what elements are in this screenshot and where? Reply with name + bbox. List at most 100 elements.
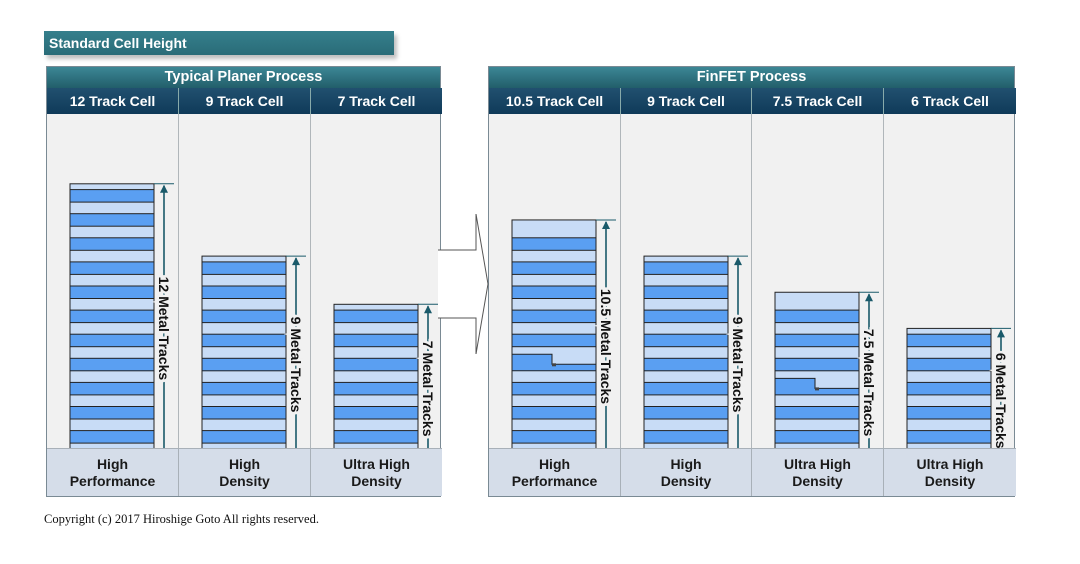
arrowhead-up-icon [865, 293, 873, 302]
column-body: 6 Metal Tracks [884, 114, 1016, 474]
arrowhead-up-icon [292, 257, 300, 266]
metal-track [333, 430, 419, 444]
metal-track [906, 406, 992, 420]
metal-track [201, 430, 287, 444]
track-cell-column: 10.5 Track Cell 10.5 Metal Tracks High P… [489, 67, 621, 496]
metal-track [511, 285, 597, 299]
arrowhead-up-icon [734, 257, 742, 266]
track-cell-column: 7.5 Track Cell 7.5 Metal Tracks Ultra Hi… [752, 67, 884, 496]
metal-track [69, 430, 155, 444]
track-stack-diagram: 7 Metal Tracks [333, 303, 439, 474]
metal-track [774, 333, 860, 348]
column-footer: Ultra High Density [752, 448, 884, 496]
metal-track [69, 333, 155, 348]
metal-track [69, 261, 155, 275]
column-footer: High Density [179, 448, 311, 496]
column-body: 7.5 Metal Tracks [752, 114, 884, 474]
metal-track [201, 406, 287, 420]
metal-track [69, 189, 155, 203]
column-header: 10.5 Track Cell [489, 88, 621, 114]
metal-track [774, 357, 860, 372]
column-footer: High Performance [47, 448, 179, 496]
metal-track [69, 406, 155, 420]
metal-track [511, 261, 597, 275]
metal-track [69, 357, 155, 372]
track-cell-column: 6 Track Cell 6 Metal Tracks Ultra High D… [884, 67, 1016, 496]
track-stack-diagram: 9 Metal Tracks [643, 255, 749, 474]
metal-track [69, 213, 155, 227]
column-header: 7.5 Track Cell [752, 88, 884, 114]
arrowhead-up-icon [602, 220, 610, 229]
metal-track [69, 237, 155, 251]
metal-tracks-label: 12 Metal Tracks [156, 277, 172, 381]
track-stack-diagram: 7.5 Metal Tracks [774, 291, 880, 474]
metal-track [201, 333, 287, 348]
metal-track [511, 353, 597, 372]
metal-track [643, 430, 729, 444]
planar-process-panel: Typical Planer Process 12 Track Cell 12 … [46, 66, 442, 497]
metal-track [201, 261, 287, 275]
metal-tracks-label: 7.5 Metal Tracks [861, 329, 877, 437]
track-stack-diagram: 6 Metal Tracks [906, 327, 1012, 474]
panel-title: FinFET Process [489, 67, 1014, 89]
via-mark [552, 363, 556, 367]
metal-track [511, 237, 597, 251]
metal-tracks-label: 9 Metal Tracks [730, 317, 746, 413]
metal-track [906, 381, 992, 396]
metal-tracks-label: 6 Metal Tracks [993, 353, 1009, 449]
metal-track [333, 406, 419, 420]
metal-track [69, 285, 155, 299]
metal-track [69, 309, 155, 324]
metal-track [333, 333, 419, 348]
via-mark [815, 387, 819, 391]
metal-track [906, 430, 992, 444]
metal-track [643, 285, 729, 299]
metal-track [511, 430, 597, 444]
transition-arrow-icon [438, 214, 489, 354]
metal-track [333, 309, 419, 324]
arrowhead-up-icon [160, 184, 168, 193]
metal-tracks-label: 7 Metal Tracks [420, 341, 436, 437]
metal-track [333, 357, 419, 372]
metal-track [69, 381, 155, 396]
track-cell-column: 7 Track Cell 7 Metal Tracks Ultra High D… [311, 67, 442, 496]
track-cell-column: 9 Track Cell 9 Metal Tracks High Density [179, 67, 311, 496]
arrowhead-up-icon [997, 329, 1005, 338]
track-cell-column: 9 Track Cell 9 Metal Tracks High Density [621, 67, 752, 496]
diagram-title: Standard Cell Height [44, 31, 394, 55]
metal-track [906, 333, 992, 348]
cell-outline [69, 183, 155, 474]
track-stack-diagram: 10.5 Metal Tracks [511, 219, 617, 474]
metal-track [643, 406, 729, 420]
metal-track [201, 381, 287, 396]
metal-track [643, 309, 729, 324]
column-footer: High Performance [489, 448, 621, 496]
metal-track [774, 430, 860, 444]
column-body: 12 Metal Tracks [47, 114, 179, 474]
metal-track [511, 406, 597, 420]
metal-track [511, 333, 597, 348]
metal-tracks-label: 9 Metal Tracks [288, 317, 304, 413]
metal-track [643, 381, 729, 396]
metal-track [774, 406, 860, 420]
metal-track [643, 333, 729, 348]
metal-track [333, 381, 419, 396]
column-body: 7 Metal Tracks [311, 114, 442, 474]
column-footer: High Density [621, 448, 752, 496]
column-footer: Ultra High Density [311, 448, 442, 496]
track-cell-column: 12 Track Cell 12 Metal Tracks High Perfo… [47, 67, 179, 496]
metal-track [643, 357, 729, 372]
column-body: 9 Metal Tracks [179, 114, 311, 474]
copyright-notice: Copyright (c) 2017 Hiroshige Goto All ri… [44, 512, 319, 526]
metal-track [906, 357, 992, 372]
track-stack-diagram: 12 Metal Tracks [69, 183, 175, 474]
metal-track [511, 381, 597, 396]
metal-track [774, 377, 860, 396]
column-header: 9 Track Cell [621, 88, 752, 114]
column-header: 9 Track Cell [179, 88, 311, 114]
arrowhead-up-icon [424, 305, 432, 314]
metal-track [201, 285, 287, 299]
column-header: 12 Track Cell [47, 88, 179, 114]
metal-track [511, 309, 597, 324]
metal-track [643, 261, 729, 275]
